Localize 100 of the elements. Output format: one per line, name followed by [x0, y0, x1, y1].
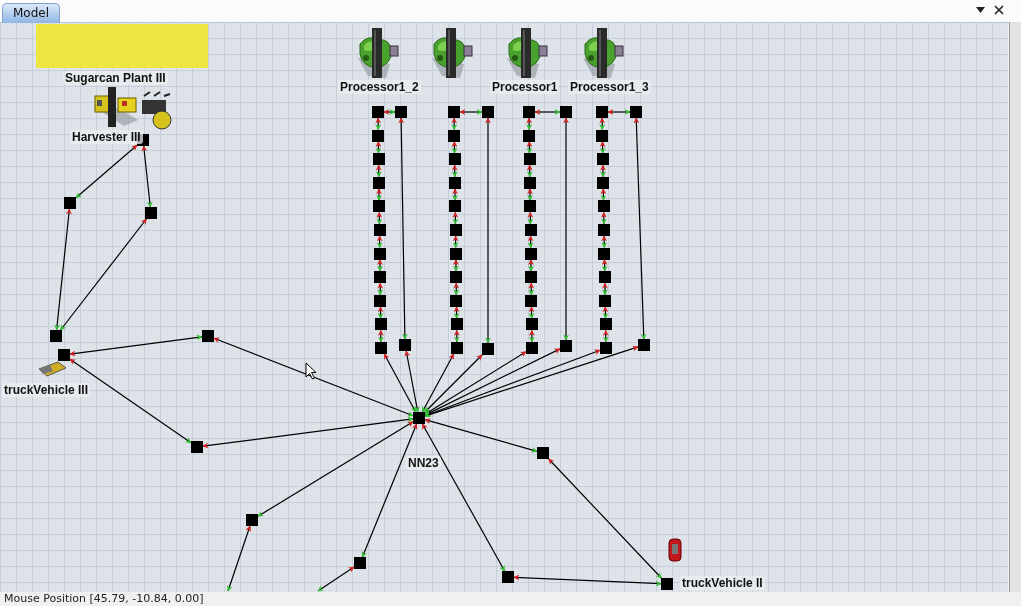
- path-connector: [600, 188, 607, 201]
- path-connector: [526, 117, 533, 131]
- path-connector: [424, 418, 538, 453]
- path-connector: [601, 259, 608, 272]
- processor-machine-drawing: [356, 28, 400, 78]
- network-node: [448, 106, 460, 118]
- path-connector: [451, 164, 458, 178]
- network-node: [600, 342, 612, 354]
- network-node: [413, 412, 425, 424]
- network-node: [524, 200, 537, 213]
- path-connector: [376, 259, 383, 272]
- path-connector: [383, 353, 417, 413]
- path-connector: [528, 282, 535, 296]
- path-connector: [424, 351, 527, 415]
- path-connector: [421, 423, 506, 572]
- path-connector: [452, 188, 459, 201]
- path-connector: [377, 329, 384, 343]
- path-connector: [599, 117, 606, 131]
- path-connector: [453, 306, 460, 319]
- tab: Model: [2, 3, 61, 23]
- path-connector: [527, 211, 534, 225]
- path-connector: [528, 306, 535, 319]
- network-node: [537, 447, 549, 459]
- status-text: Mouse Position [45.79, -10.84, 0.00]: [4, 593, 204, 605]
- path-connector: [69, 334, 203, 357]
- node-label: truckVehicle II: [680, 576, 765, 590]
- path-connector: [376, 188, 383, 201]
- path-connector: [513, 574, 662, 587]
- path-connector: [528, 329, 535, 343]
- processor-machine-drawing: [505, 28, 549, 78]
- network-node: [374, 271, 387, 284]
- network-node: [560, 106, 572, 118]
- processor-machine-drawing: [581, 28, 625, 78]
- plant-machine-drawing: [94, 86, 140, 130]
- path-connector: [361, 423, 418, 558]
- network-node: [449, 200, 462, 213]
- path-connector: [602, 282, 608, 296]
- path-connector: [453, 282, 460, 296]
- network-node: [598, 224, 610, 236]
- node-label: NN23: [406, 456, 441, 470]
- path-connector: [534, 109, 561, 115]
- network-node: [58, 349, 70, 361]
- path-connector: [526, 164, 533, 178]
- path-connector: [383, 109, 396, 115]
- path-connector: [404, 350, 420, 413]
- network-node: [50, 330, 62, 342]
- network-node: [526, 342, 538, 354]
- network-node: [375, 342, 387, 354]
- path-connector: [527, 259, 534, 272]
- path-connector: [317, 566, 355, 592]
- path-connector: [526, 141, 533, 154]
- path-connector: [459, 109, 483, 115]
- path-connector: [451, 141, 458, 154]
- path-connector: [599, 141, 606, 154]
- network-node: [399, 339, 411, 351]
- network-node: [246, 514, 258, 526]
- network-node: [373, 200, 386, 213]
- path-connector: [453, 329, 460, 343]
- path-connector: [563, 117, 569, 341]
- network-node: [395, 106, 407, 118]
- path-connector: [213, 337, 414, 417]
- network-node: [630, 106, 642, 118]
- path-connector: [376, 211, 383, 225]
- path-connector: [527, 188, 534, 201]
- path-connector: [600, 211, 607, 225]
- path-connector: [527, 235, 534, 249]
- path-connector: [602, 329, 609, 343]
- network-node: [482, 343, 494, 355]
- path-connector: [375, 117, 382, 131]
- path-connector: [377, 282, 384, 296]
- network-node: [525, 271, 538, 284]
- path-connector: [451, 117, 458, 131]
- path-connector: [376, 235, 383, 249]
- path-connector: [601, 235, 608, 249]
- node-label: truckVehicle III: [2, 383, 91, 397]
- processor-machine-drawing: [430, 28, 474, 78]
- path-connector: [377, 306, 384, 319]
- network-node: [145, 207, 157, 219]
- network-node: [450, 271, 463, 284]
- node-label: Processor1_3: [568, 80, 651, 94]
- path-connector: [452, 211, 459, 225]
- network-node: [354, 557, 366, 569]
- path-connector: [424, 348, 561, 416]
- area-block: [36, 24, 208, 68]
- network-node: [191, 441, 203, 453]
- path-connector: [452, 259, 459, 272]
- path-connector: [375, 164, 382, 178]
- network-node: [560, 340, 572, 352]
- path-connector: [69, 358, 192, 444]
- path-connector: [54, 208, 72, 331]
- network-node: [502, 571, 514, 583]
- path-connector: [602, 306, 609, 319]
- network-node: [596, 106, 608, 118]
- path-connector: [452, 235, 459, 249]
- network-node: [372, 106, 384, 118]
- path-connector: [424, 345, 639, 418]
- node-label: Harvester III: [70, 130, 143, 144]
- node-label: Processor1: [490, 80, 560, 94]
- path-connector: [226, 525, 252, 592]
- network-node: [64, 197, 76, 209]
